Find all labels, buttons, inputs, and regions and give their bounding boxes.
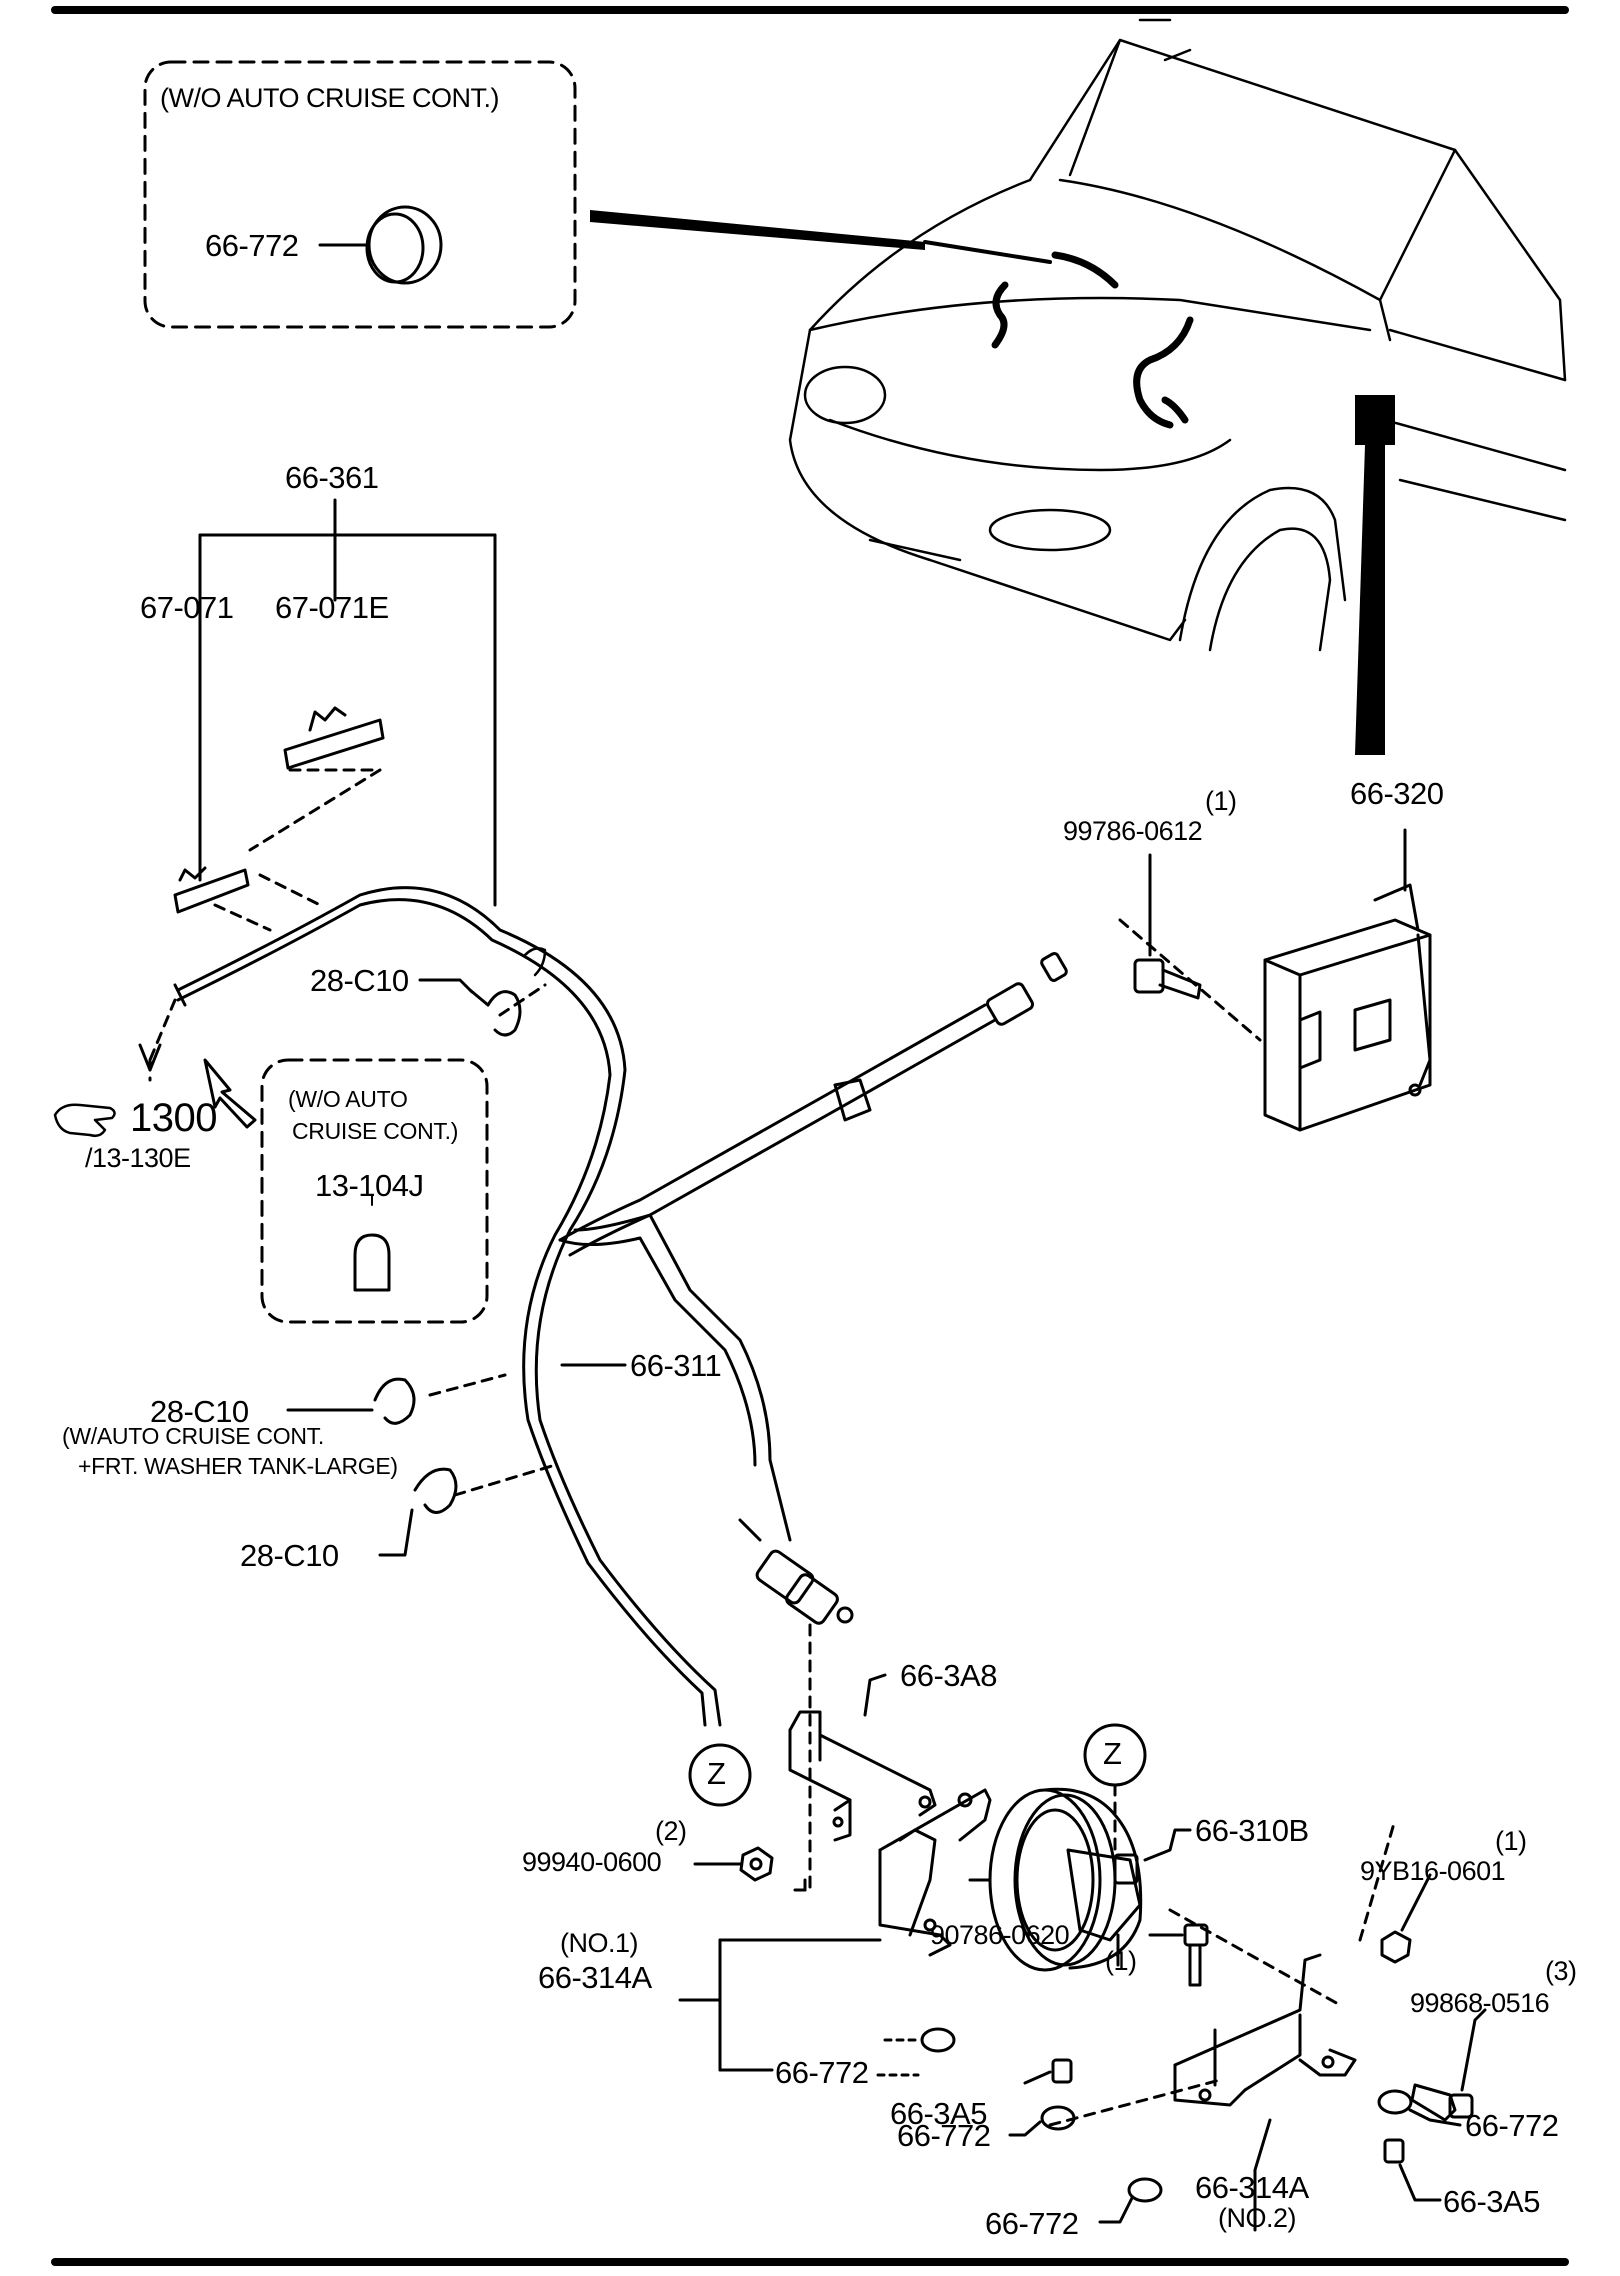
label-66-772-d: 66-772 <box>1465 2108 1559 2143</box>
ref-13-130e: /13-130E <box>85 1143 191 1173</box>
leader-66-3a8 <box>863 1673 887 1717</box>
label-28-c10-mid: 28-C10 <box>150 1394 249 1429</box>
leader-66-314a-no1 <box>678 1938 882 2072</box>
grommet-66-772-b <box>1040 2105 1076 2131</box>
label-9yb16-0601: 9YB16-0601 <box>1360 1856 1506 1886</box>
bolt-99868-0516 <box>1410 2083 1474 2122</box>
label-no2: (NO.2) <box>1218 2203 1297 2233</box>
clip-28-c10-top <box>468 988 522 1037</box>
label-99940-0600: 99940-0600 <box>522 1847 662 1877</box>
inline-connector <box>755 1549 854 1625</box>
harness-on-vehicle <box>991 251 1194 429</box>
leader-66-772-b <box>1008 2120 1042 2137</box>
harness-end <box>173 983 187 1007</box>
inset-box-top <box>143 60 577 329</box>
label-66-3a5-a: 66-3A5 <box>890 2096 987 2131</box>
label-66-314a-no1: 66-314A <box>538 1960 652 1995</box>
qty-99786: (1) <box>1205 786 1237 816</box>
bolt-90786-0620 <box>1183 1923 1209 1987</box>
label-66-772-inset: 66-772 <box>205 228 299 263</box>
harness-clip-67-071 <box>173 866 250 914</box>
bracket-66-3a8 <box>788 1710 937 1842</box>
label-67-071: 67-071 <box>140 590 234 625</box>
leader-28-c10-top <box>418 978 474 994</box>
clip-28-c10-low <box>413 1467 458 1514</box>
qty-99940: (2) <box>655 1816 687 1846</box>
label-99868-0516: 99868-0516 <box>1410 1988 1550 2018</box>
grommet-66-772-a <box>920 2027 956 2053</box>
control-unit-on-vehicle <box>1355 395 1395 445</box>
leader-66-772-d <box>1408 2108 1462 2127</box>
label-66-772-c: 66-772 <box>985 2206 1079 2241</box>
label-66-3a5-b: 66-3A5 <box>1443 2184 1540 2219</box>
leader-66-310b <box>1143 1828 1192 1862</box>
label-13-104j: 13-104J <box>315 1168 424 1203</box>
bracket-66-314a-no2 <box>1173 1953 1357 2107</box>
vehicle-outline <box>788 18 1567 652</box>
collar-66-3a5-b <box>1383 2138 1405 2164</box>
label-66-311: 66-311 <box>630 1348 722 1383</box>
arrowhead <box>138 1043 162 1072</box>
label-66-361: 66-361 <box>285 460 379 495</box>
label-66-772-b: 66-772 <box>897 2118 991 2153</box>
grommet-icon <box>318 205 443 285</box>
control-unit-66-320 <box>1263 883 1432 1132</box>
label-99786-0612: 99786-0612 <box>1063 816 1203 846</box>
bulb-icon <box>353 1194 391 1292</box>
nut-9yb16-0601 <box>1380 1930 1412 1964</box>
sensor-connector <box>833 952 1068 1122</box>
label-90786-0620: 90786-0620 <box>930 1920 1070 1950</box>
leader-66-3a5-a <box>1023 2070 1052 2085</box>
note-tank: +FRT. WASHER TANK-LARGE) <box>78 1453 398 1479</box>
label-z-right: Z <box>1103 1736 1122 1771</box>
harness-tie <box>523 947 547 977</box>
label-67-071e: 67-071E <box>275 590 389 625</box>
label-28-c10-top: 28-C10 <box>310 963 409 998</box>
double-arrow-icon <box>203 1058 257 1129</box>
label-66-320: 66-320 <box>1350 776 1444 811</box>
label-66-3a8: 66-3A8 <box>900 1658 997 1693</box>
inset-middle-title-line2: CRUISE CONT.) <box>292 1118 459 1144</box>
grommet-66-772-d <box>1377 2089 1413 2115</box>
inset-middle-title-line1: (W/O AUTO <box>288 1086 408 1112</box>
clip-28-c10-mid <box>373 1377 416 1425</box>
label-66-314a-no2: 66-314A <box>1195 2170 1309 2205</box>
inset-box-middle <box>260 1058 489 1324</box>
note-cruise: (W/AUTO CRUISE CONT. <box>62 1423 324 1449</box>
ref-circle-z-left <box>688 1743 752 1807</box>
label-z-left: Z <box>707 1756 726 1791</box>
bolt-99786-0612 <box>1133 958 1202 1000</box>
dashed-guides-clips <box>213 768 382 932</box>
ref-1300: 1300 <box>130 1096 217 1140</box>
leader-66-3a5-b <box>1398 2163 1442 2202</box>
bracket-66-314a-no1 <box>878 1788 992 1957</box>
grommet-66-772-c <box>1127 2177 1163 2203</box>
leader-66-772-c <box>1098 2196 1134 2224</box>
label-66-772-a: 66-772 <box>775 2055 869 2090</box>
main-harness-66-311 <box>176 886 792 1727</box>
leader-66-314a-no2 <box>1253 2118 1272 2232</box>
qty-90786: (1) <box>1105 1946 1137 1976</box>
hand-pointer-icon <box>53 1103 116 1138</box>
vehicle-pointer <box>1355 445 1385 755</box>
label-28-c10-low: 28-C10 <box>240 1538 339 1573</box>
leader-99868-0516 <box>1460 2008 1487 2092</box>
leader-9yb16-0601 <box>1400 1873 1432 1932</box>
inset-pointer <box>590 210 925 250</box>
qty-99868: (3) <box>1545 1956 1577 1986</box>
label-66-310b: 66-310B <box>1195 1813 1309 1848</box>
harness-clip-67-071e <box>283 706 385 770</box>
inset-pointer-tail <box>923 240 1052 264</box>
qty-9yb16: (1) <box>1495 1826 1527 1856</box>
sensor-cable <box>558 1003 997 1542</box>
leader-28-c10-low <box>378 1508 414 1557</box>
nut-99940-0600 <box>739 1846 774 1882</box>
inset-top-title: (W/O AUTO CRUISE CONT.) <box>160 83 500 113</box>
actuator-66-310b <box>968 1787 1143 1972</box>
leader-66-361 <box>198 498 497 907</box>
label-no1: (NO.1) <box>560 1928 639 1958</box>
collar-66-3a5-a <box>1051 2058 1073 2084</box>
